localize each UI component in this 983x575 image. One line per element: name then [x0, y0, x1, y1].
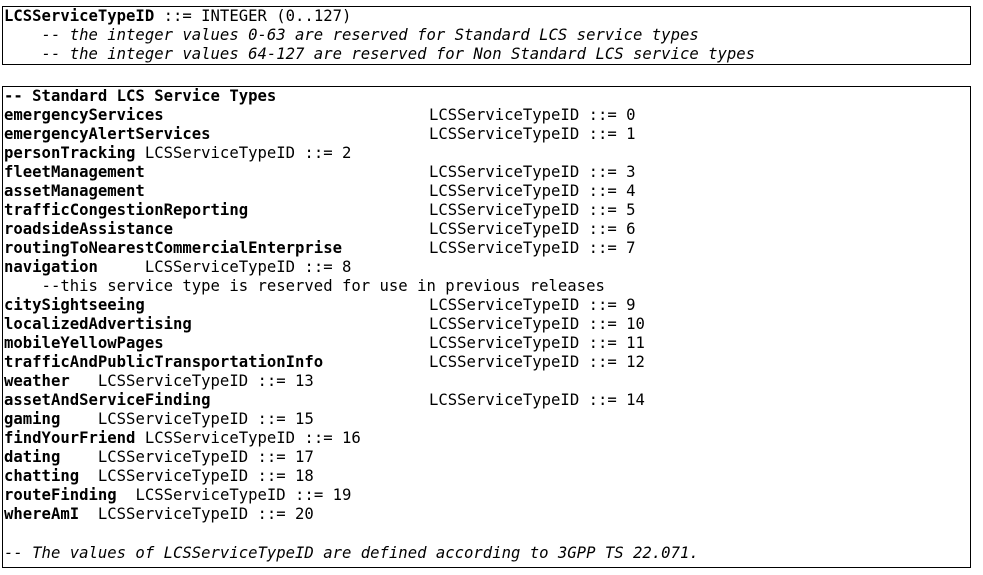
- service-types-box: -- Standard LCS Service Types emergencyS…: [2, 86, 971, 568]
- service-type-entry: mobileYellowPages LCSServiceTypeID ::= 11: [4, 334, 645, 353]
- service-type-name: gaming: [4, 410, 61, 428]
- service-type-entry: assetManagement LCSServiceTypeID ::= 4: [4, 182, 636, 201]
- service-type-entry: trafficAndPublicTransportationInfo LCSSer…: [4, 353, 645, 372]
- service-type-value: LCSServiceTypeID ::= 8: [97, 258, 352, 276]
- service-type-name: whereAmI: [4, 505, 80, 523]
- service-type-name: findYourFriend: [4, 429, 136, 447]
- service-type-value: LCSServiceTypeID ::= 20: [79, 505, 314, 523]
- service-type-entry: findYourFriend LCSServiceTypeID ::= 16: [4, 429, 361, 448]
- service-type-name: chatting: [4, 467, 80, 485]
- service-type-value: LCSServiceTypeID ::= 16: [135, 429, 361, 447]
- service-type-value: LCSServiceTypeID ::= 19: [116, 486, 352, 504]
- service-type-name: fleetManagement: [4, 163, 145, 181]
- service-type-entry: routingToNearestCommercialEnterprise LCSS…: [4, 239, 636, 258]
- type-definition: ::= INTEGER (0..127): [154, 7, 352, 25]
- service-type-value: LCSServiceTypeID ::= 12: [429, 353, 645, 371]
- service-type-name: assetManagement: [4, 182, 145, 200]
- service-type-name: assetAndServiceFinding: [4, 391, 211, 409]
- service-type-name: weather: [4, 372, 70, 390]
- service-type-value: LCSServiceTypeID ::= 11: [429, 334, 645, 352]
- service-type-value: LCSServiceTypeID ::= 2: [135, 144, 352, 162]
- footer-comment: -- The values of LCSServiceTypeID are de…: [4, 544, 699, 562]
- service-type-name: routingToNearestCommercialEnterprise: [4, 239, 342, 257]
- service-type-value: LCSServiceTypeID ::= 17: [60, 448, 314, 466]
- service-type-name: emergencyAlertServices: [4, 125, 211, 143]
- service-type-entry: localizedAdvertising LCSServiceTypeID ::=…: [4, 315, 645, 334]
- type-name: LCSServiceTypeID: [4, 7, 155, 25]
- service-type-entry: weather LCSServiceTypeID ::= 13: [4, 372, 314, 391]
- service-type-entry: routeFinding LCSServiceTypeID ::= 19: [4, 486, 351, 505]
- service-type-entry: gaming LCSServiceTypeID ::= 15: [4, 410, 314, 429]
- service-type-entry: assetAndServiceFinding LCSServiceTypeID :…: [4, 391, 645, 410]
- service-type-value: LCSServiceTypeID ::= 6: [429, 220, 636, 238]
- service-type-entry: dating LCSServiceTypeID ::= 17: [4, 448, 314, 467]
- type-definition-box: LCSServiceTypeID ::= INTEGER (0..127) --…: [2, 6, 971, 65]
- service-type-entry: emergencyServices LCSServiceTypeID ::= 0: [4, 106, 636, 125]
- service-type-entry: trafficCongestionReporting LCSServiceType…: [4, 201, 636, 220]
- service-type-entry: personTracking LCSServiceTypeID ::= 2: [4, 144, 351, 163]
- type-definition-line: LCSServiceTypeID ::= INTEGER (0..127): [4, 7, 351, 26]
- service-type-entry: navigation LCSServiceTypeID ::= 8: [4, 258, 351, 277]
- service-type-value: LCSServiceTypeID ::= 14: [429, 391, 645, 409]
- service-type-value: LCSServiceTypeID ::= 18: [79, 467, 314, 485]
- range-comment-standard: -- the integer values 0-63 are reserved …: [4, 26, 699, 44]
- service-type-name: trafficCongestionReporting: [4, 201, 249, 219]
- service-type-entry: emergencyAlertServices LCSServiceTypeID :…: [4, 125, 636, 144]
- service-type-value: LCSServiceTypeID ::= 0: [429, 106, 636, 124]
- service-type-value: LCSServiceTypeID ::= 9: [429, 296, 636, 314]
- service-type-value: LCSServiceTypeID ::= 1: [429, 125, 636, 143]
- service-type-value: LCSServiceTypeID ::= 3: [429, 163, 636, 181]
- reserved-note: --this service type is reserved for use …: [4, 277, 605, 295]
- service-type-entry: whereAmI LCSServiceTypeID ::= 20: [4, 505, 314, 524]
- service-type-name: localizedAdvertising: [4, 315, 192, 333]
- service-type-name: emergencyServices: [4, 106, 164, 124]
- range-comment-nonstandard: -- the integer values 64-127 are reserve…: [4, 45, 756, 63]
- section-title: -- Standard LCS Service Types: [4, 87, 277, 105]
- service-type-entry: roadsideAssistance LCSServiceTypeID ::= 6: [4, 220, 636, 239]
- service-type-name: navigation: [4, 258, 98, 276]
- service-type-name: routeFinding: [4, 486, 117, 504]
- service-type-entry: citySightseeing LCSServiceTypeID ::= 9: [4, 296, 636, 315]
- service-type-value: LCSServiceTypeID ::= 4: [429, 182, 636, 200]
- service-type-entry: fleetManagement LCSServiceTypeID ::= 3: [4, 163, 636, 182]
- service-type-value: LCSServiceTypeID ::= 13: [69, 372, 314, 390]
- service-type-value: LCSServiceTypeID ::= 5: [429, 201, 636, 219]
- service-type-value: LCSServiceTypeID ::= 10: [429, 315, 645, 333]
- service-type-name: citySightseeing: [4, 296, 145, 314]
- service-type-value: LCSServiceTypeID ::= 15: [60, 410, 314, 428]
- service-type-name: mobileYellowPages: [4, 334, 164, 352]
- service-type-value: LCSServiceTypeID ::= 7: [429, 239, 636, 257]
- service-type-entry: chatting LCSServiceTypeID ::= 18: [4, 467, 314, 486]
- service-type-name: personTracking: [4, 144, 136, 162]
- service-type-name: dating: [4, 448, 61, 466]
- service-type-name: trafficAndPublicTransportationInfo: [4, 353, 324, 371]
- service-type-name: roadsideAssistance: [4, 220, 173, 238]
